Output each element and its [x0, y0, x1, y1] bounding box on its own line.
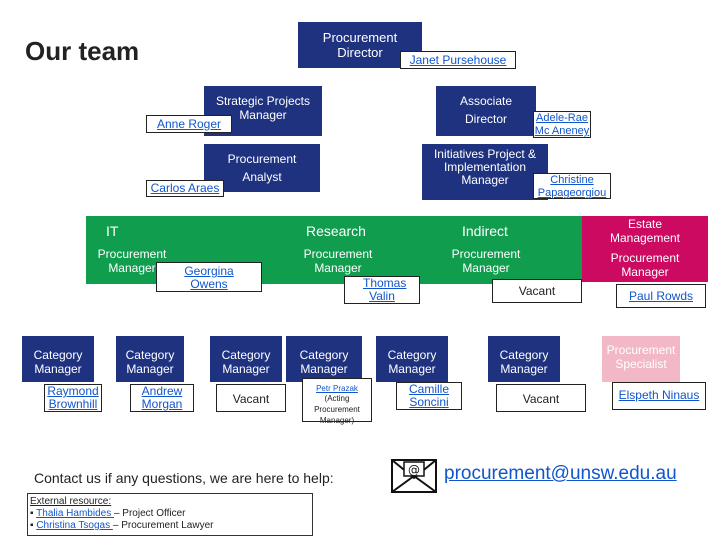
- svg-text:@: @: [408, 463, 420, 477]
- strategic-name[interactable]: Anne Roger: [146, 115, 232, 133]
- specialist-box: Procurement Specialist: [602, 336, 680, 382]
- contact-text: Contact us if any questions, we are here…: [34, 470, 334, 486]
- category-box-6: Category Manager: [488, 336, 560, 382]
- research-name[interactable]: Thomas Valin: [344, 276, 420, 304]
- category-box-4: Category Manager: [286, 336, 362, 382]
- analyst-role: Procurement Analyst: [227, 152, 297, 184]
- category-box-5: Category Manager: [376, 336, 448, 382]
- estate-box: Estate Management Procurement Manager: [582, 216, 708, 282]
- estate-title: Estate Management: [609, 217, 681, 245]
- estate-name[interactable]: Paul Rowds: [616, 284, 706, 308]
- external-link[interactable]: Thalia Hambides: [36, 508, 114, 519]
- it-role: Procurement Manager: [97, 247, 167, 275]
- external-box: External resource: ▪ Thalia Hambides – P…: [27, 493, 313, 536]
- research-box: Research Procurement Manager: [286, 216, 434, 284]
- associate-name[interactable]: Adele-Rae Mc Aneney: [533, 111, 591, 138]
- category-role-4: Category Manager: [299, 348, 349, 376]
- external-link[interactable]: Christina Tsogas: [36, 520, 113, 531]
- director-box: Procurement Director: [298, 22, 422, 68]
- category-role-6: Category Manager: [499, 348, 549, 376]
- category-box-2: Category Manager: [116, 336, 184, 382]
- indirect-role: Procurement Manager: [451, 247, 521, 275]
- category-box-1: Category Manager: [22, 336, 94, 382]
- research-title: Research: [306, 223, 366, 239]
- research-role: Procurement Manager: [303, 247, 373, 275]
- initiatives-name[interactable]: Christine Papageorgiou: [533, 173, 611, 199]
- external-heading: External resource:: [30, 496, 112, 507]
- category-name-1[interactable]: Raymond Brownhill: [44, 384, 102, 412]
- page-title: Our team: [25, 36, 140, 66]
- strategic-box: Strategic Projects Manager: [204, 86, 322, 136]
- strategic-role: Strategic Projects Manager: [215, 94, 311, 122]
- associate-box: Associate Director: [436, 86, 536, 136]
- category-role-5: Category Manager: [387, 348, 437, 376]
- estate-role: Procurement Manager: [610, 251, 680, 279]
- specialist-name[interactable]: Elspeth Ninaus: [612, 382, 706, 410]
- indirect-box: Indirect Procurement Manager: [434, 216, 582, 284]
- category-role-1: Category Manager: [33, 348, 83, 376]
- category-name-3: Vacant: [216, 384, 286, 412]
- director-role: Procurement Director: [322, 30, 398, 60]
- category-note-4: (Acting Procurement Manager): [314, 394, 360, 425]
- category-role-3: Category Manager: [221, 348, 271, 376]
- envelope-icon: @: [390, 456, 438, 496]
- indirect-title: Indirect: [462, 223, 508, 239]
- external-role: – Procurement Lawyer: [112, 520, 214, 531]
- director-name[interactable]: Janet Pursehouse: [400, 51, 516, 69]
- specialist-role: Procurement Specialist: [606, 343, 676, 371]
- category-box-3: Category Manager: [210, 336, 282, 382]
- it-name[interactable]: Georgina Owens: [156, 262, 262, 292]
- external-item: ▪ Thalia Hambides – Project Officer: [30, 508, 186, 519]
- category-name-4-link[interactable]: Petr Prazak: [303, 384, 371, 393]
- associate-role: Associate Director: [459, 94, 513, 126]
- analyst-name[interactable]: Carlos Araes: [146, 180, 224, 197]
- it-title: IT: [106, 223, 119, 239]
- initiatives-role: Initiatives Project & Implementation Man…: [433, 147, 537, 187]
- contact-email[interactable]: procurement@unsw.edu.au: [444, 463, 677, 484]
- initiatives-box: Initiatives Project & Implementation Man…: [422, 144, 548, 200]
- external-role: – Project Officer: [113, 508, 186, 519]
- category-name-4: Petr Prazak (Acting Procurement Manager): [302, 378, 372, 425]
- category-name-6: Vacant: [496, 384, 586, 412]
- category-name-5[interactable]: Camille Soncini: [396, 382, 462, 410]
- external-item: ▪ Christina Tsogas – Procurement Lawyer: [30, 520, 214, 531]
- category-role-2: Category Manager: [125, 348, 175, 376]
- indirect-name: Vacant: [492, 279, 582, 303]
- category-name-2[interactable]: Andrew Morgan: [130, 384, 194, 412]
